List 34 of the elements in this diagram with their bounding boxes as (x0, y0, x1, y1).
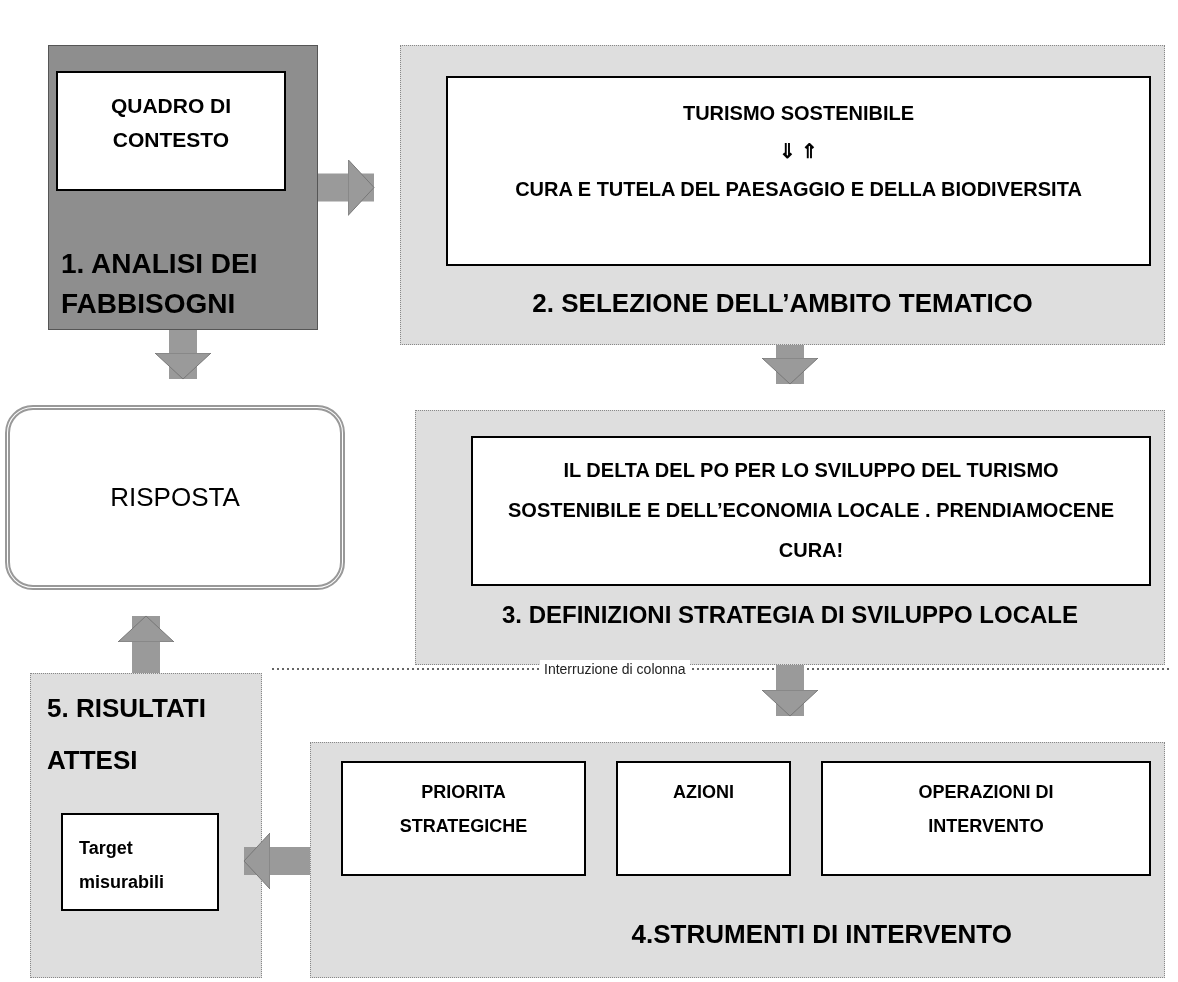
section-title: 4.STRUMENTI DI INTERVENTO (630, 918, 1013, 951)
section-panel (30, 673, 262, 978)
section-panel (400, 45, 1165, 345)
section-panel (415, 410, 1165, 665)
section-panel (310, 742, 1165, 978)
section-title: 3. DEFINIZIONI STRATEGIA DI SVILUPPO LOCALE (500, 600, 1079, 630)
box-text: ⇓ ⇑ (777, 139, 820, 164)
box-text: RISPOSTA (110, 481, 240, 514)
block-arrow (243, 832, 310, 890)
rounded-box (5, 405, 345, 590)
block-arrow (117, 615, 175, 673)
content-box (616, 761, 791, 876)
box-text: OPERAZIONI DI INTERVENTO (917, 781, 1055, 838)
section-title: 2. SELEZIONE DELL’AMBITO TEMATICO (531, 287, 1034, 320)
block-arrow (318, 159, 375, 216)
section-panel (48, 45, 318, 330)
section-title: 5. RISULTATI ATTESI (47, 692, 207, 777)
box-text: CURA E TUTELA DEL PAESAGGIO E DELLA BIODIVERSITA (514, 177, 1083, 202)
section-title: 1. ANALISI DEI FABBISOGNI (61, 247, 259, 321)
block-arrow (761, 345, 819, 385)
content-box (341, 761, 586, 876)
content-box (61, 813, 219, 911)
content-box (446, 76, 1151, 266)
content-box (56, 71, 286, 191)
content-box (471, 436, 1151, 586)
block-arrow (761, 665, 819, 717)
box-text: IL DELTA DEL PO PER LO SVILUPPO DEL TURISMO SOSTENIBILE E DELL’ECONOMIA LOCALE . PRENDIAMOCENE CURA! (507, 458, 1115, 563)
box-text: QUADRO DI CONTESTO (109, 93, 233, 153)
box-text: Target misurabili (79, 837, 166, 894)
box-text: PRIORITA STRATEGICHE (398, 781, 529, 838)
box-text: TURISMO SOSTENIBILE (681, 101, 916, 126)
content-box (821, 761, 1151, 876)
block-arrow (154, 330, 212, 380)
box-text: AZIONI (672, 781, 735, 804)
